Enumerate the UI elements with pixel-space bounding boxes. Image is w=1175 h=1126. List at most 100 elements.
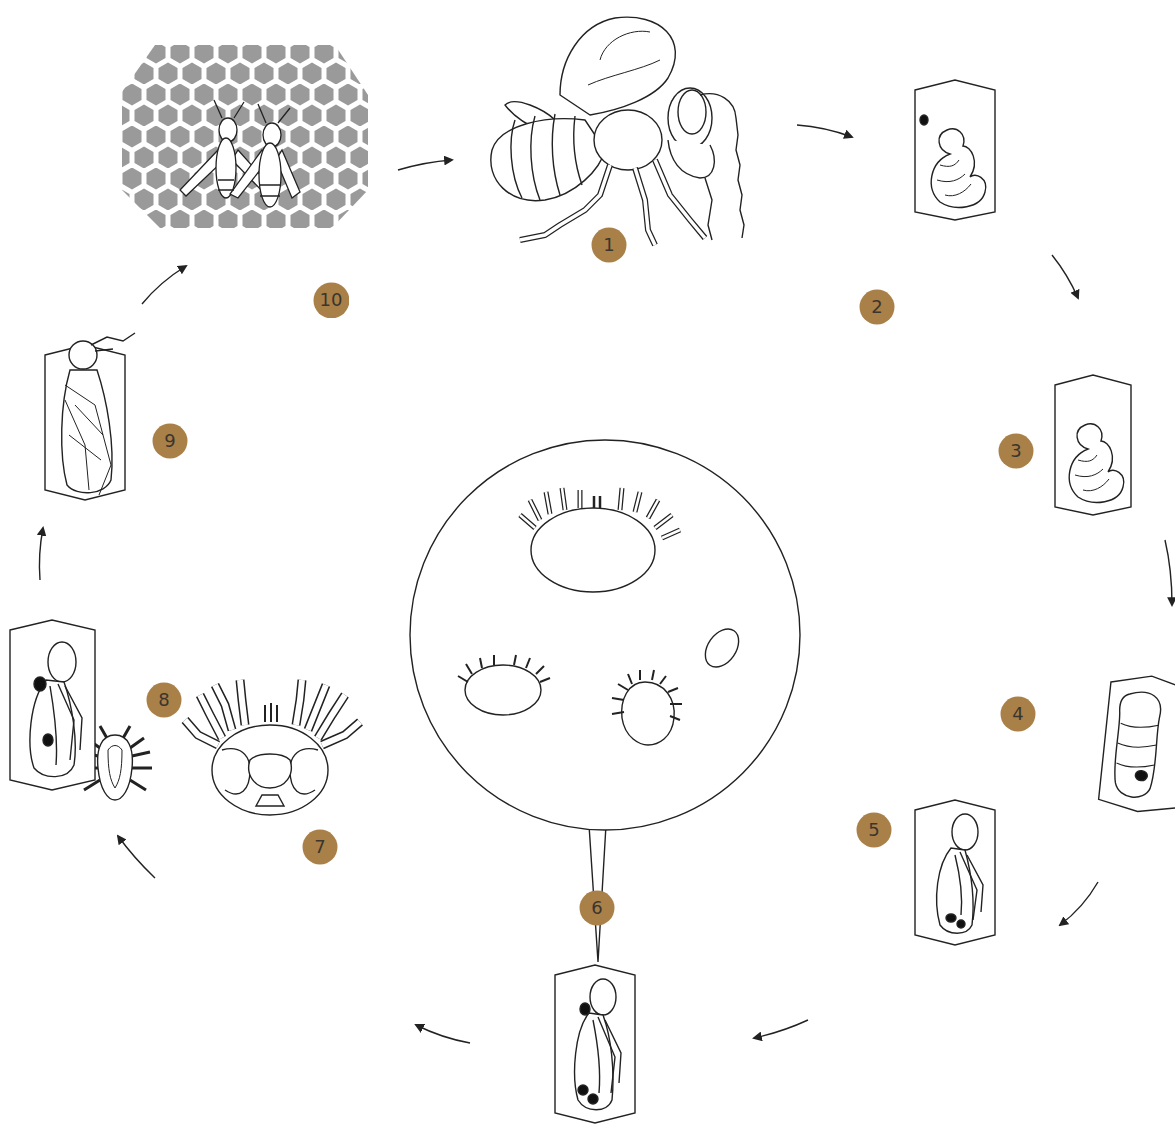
stage-number-badge: 8 — [146, 682, 182, 718]
badge-fill — [303, 830, 338, 865]
callout-number: 1 — [603, 236, 614, 254]
stage-number-badge: 2 — [859, 289, 895, 325]
female-mite-part — [265, 703, 277, 722]
adult-bee-part — [668, 140, 714, 178]
cycle-arrow-part — [142, 266, 186, 304]
brood-cell-part — [69, 341, 97, 369]
brood-cell-part — [915, 80, 995, 220]
brood-cell-part — [937, 848, 973, 933]
brood-cell-part — [91, 333, 135, 351]
adult-mite-part — [520, 488, 680, 538]
brood-cell — [1055, 375, 1131, 515]
adult-bee-part — [700, 94, 736, 240]
protonymph-mite-part — [622, 682, 675, 745]
honeycomb-part — [122, 45, 368, 228]
young-mite — [458, 655, 550, 715]
comb-bee — [180, 100, 300, 207]
brood-cell — [915, 800, 995, 945]
adult-bee-part — [655, 160, 705, 238]
mite-egg — [698, 623, 745, 673]
brood-cell-part — [62, 370, 112, 493]
adult-mite — [520, 488, 680, 592]
young-mite-part — [465, 665, 541, 715]
female-mite-part — [256, 795, 284, 806]
callout-number: 8 — [158, 691, 169, 709]
badge-fill — [860, 290, 895, 325]
brood-cell-part — [43, 734, 53, 746]
brood-cell-part — [65, 385, 111, 495]
brood-cell-part — [34, 677, 46, 691]
badge-fill — [147, 683, 182, 718]
female-mite-part — [212, 725, 328, 815]
brood-cell-part — [1111, 690, 1163, 799]
stage-number-badge: 1 — [591, 227, 627, 263]
stage-number-badge: 9 — [152, 423, 188, 459]
protonymph-mite — [612, 670, 682, 745]
comb-bee-part — [258, 104, 290, 123]
callout-number: 4 — [1012, 705, 1023, 723]
badge-fill — [153, 424, 188, 459]
callout-number: 10 — [320, 291, 343, 309]
badge-fill — [580, 891, 615, 926]
cycle-arrow-part — [797, 125, 852, 137]
stage-number-badge: 5 — [856, 812, 892, 848]
brood-cell-part — [580, 1003, 590, 1015]
male-mite-part — [98, 735, 133, 800]
brood-cell-part — [48, 642, 76, 682]
brood-cell-part — [955, 852, 983, 920]
protonymph-mite-part — [612, 670, 682, 720]
brood-cell-part — [931, 129, 985, 207]
cycle-arrow-part — [118, 836, 155, 878]
cycle-arrow-part — [1165, 540, 1172, 605]
adult-bee-part — [635, 168, 655, 245]
callout-number: 3 — [1010, 442, 1021, 460]
callout-number: 2 — [871, 298, 882, 316]
callout-number: 7 — [314, 838, 325, 856]
adult-bee-part — [588, 31, 660, 85]
adult-bee-part — [511, 114, 582, 200]
magnified-view — [410, 440, 800, 962]
callout-number: 9 — [164, 432, 175, 450]
adult-bee-part — [678, 90, 706, 134]
badge-fill — [1001, 697, 1036, 732]
brood-cell — [45, 333, 135, 500]
brood-cell-part — [920, 115, 928, 125]
badge-fill — [999, 434, 1034, 469]
adult-bee-part — [668, 88, 712, 148]
male-mite-part — [108, 746, 122, 789]
brood-cell-part — [937, 160, 971, 196]
adult-mite-part — [531, 508, 655, 592]
adult-bee-part — [520, 165, 610, 240]
adult-bee-part — [491, 119, 605, 201]
brood-cell-part — [1075, 455, 1109, 491]
female-mite-part — [249, 754, 292, 788]
cycle-arrow-part — [398, 160, 452, 170]
emerged-mites — [78, 680, 360, 815]
badge-fill — [313, 282, 349, 318]
brood-cell-part — [1055, 375, 1131, 515]
cycle-arrow-part — [1060, 882, 1098, 925]
brood-cell-part — [952, 814, 978, 850]
adult-bee-part — [560, 17, 675, 115]
magnified-view-part — [410, 440, 800, 830]
adult-bee-part — [635, 168, 655, 245]
adult-bee-part — [594, 110, 662, 170]
brood-cell-part — [1069, 424, 1123, 502]
brood-cell-part — [1098, 672, 1175, 816]
stage-number-badge: 3 — [998, 433, 1034, 469]
callout-number: 5 — [868, 821, 879, 839]
brood-cell-part — [957, 920, 965, 928]
brood-cell-part — [10, 620, 95, 790]
adult-bee — [491, 17, 744, 245]
adult-bee-part — [736, 118, 744, 238]
cycle-arrow — [39, 125, 1172, 1043]
cycle-arrow-part — [416, 1025, 470, 1043]
cycle-arrow-part — [1052, 255, 1078, 298]
brood-cell-part — [593, 1017, 621, 1093]
callout-number: 6 — [591, 899, 602, 917]
cycle-arrow-part — [39, 528, 43, 580]
comb-bee-part — [259, 143, 281, 207]
stage-number-badge: 6 — [579, 890, 615, 926]
badge-fill — [857, 813, 892, 848]
